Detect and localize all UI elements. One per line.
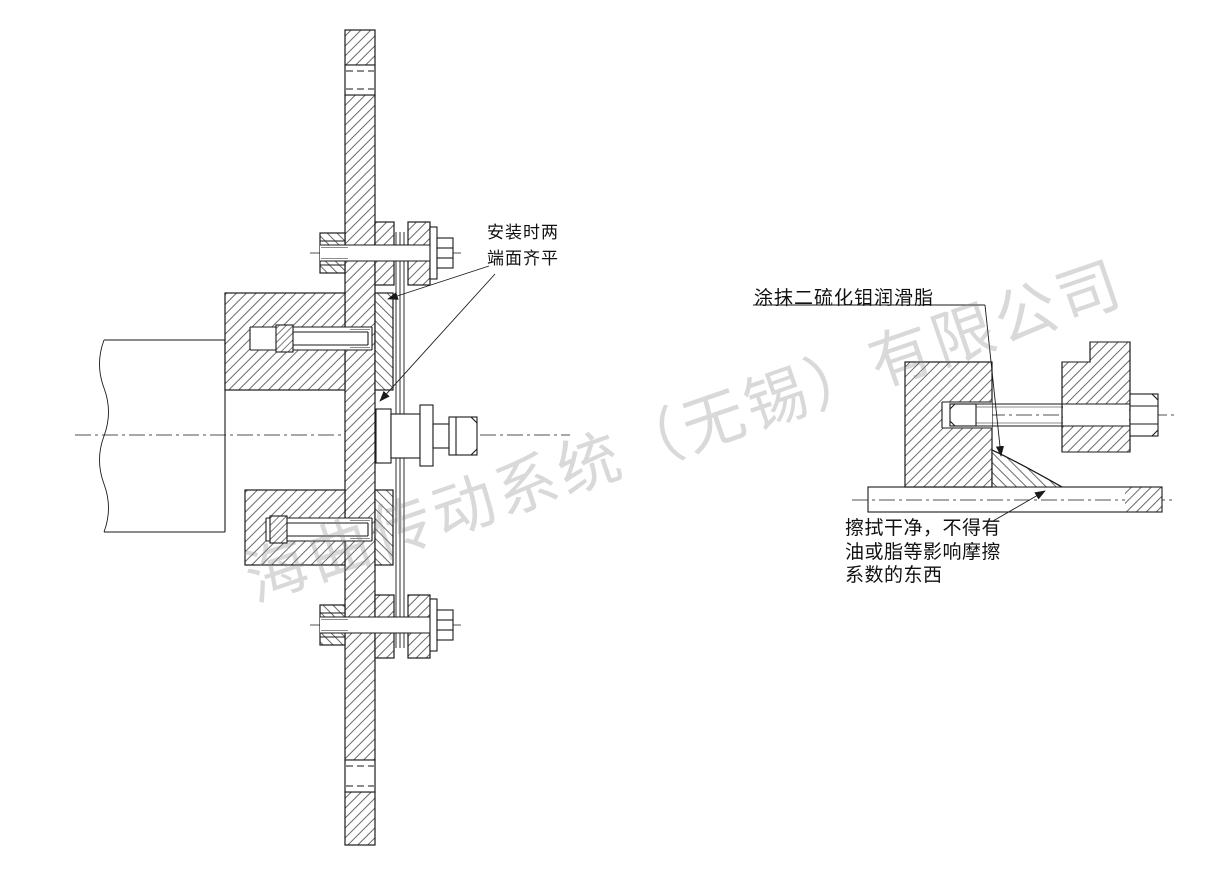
main-view bbox=[75, 29, 570, 846]
clean-note-leader bbox=[992, 490, 1046, 522]
detail-left-block bbox=[904, 361, 993, 488]
clean-note-line3: 系数的东西 bbox=[845, 565, 943, 586]
top-bolt-assembly bbox=[319, 221, 454, 286]
clean-note-line1: 擦拭干净，不得有 bbox=[845, 518, 1002, 539]
hub-bolt-upper bbox=[249, 324, 373, 353]
flush-note-line1: 安装时两 bbox=[487, 223, 559, 242]
detail-bolt bbox=[949, 393, 1159, 437]
spacer-lower bbox=[374, 489, 394, 566]
flush-note-leaders bbox=[379, 265, 496, 402]
clean-note-line2: 油或脂等影响摩擦 bbox=[845, 541, 1002, 563]
flange-plate bbox=[344, 29, 376, 846]
hub-bolt-lower bbox=[265, 515, 373, 544]
detail-view bbox=[753, 304, 1178, 522]
spacer-upper bbox=[374, 292, 394, 391]
center-bolt bbox=[375, 404, 478, 467]
flush-note: 安装时两 端面齐平 bbox=[487, 220, 559, 272]
shaft bbox=[99, 339, 226, 533]
clean-note: 擦拭干净，不得有 油或脂等影响摩擦 系数的东西 bbox=[845, 517, 1001, 588]
grease-note-leader bbox=[753, 304, 1004, 457]
flush-note-line2: 端面齐平 bbox=[487, 249, 559, 268]
grease-note: 涂抹二硫化钼润滑脂 bbox=[754, 288, 935, 309]
detail-right-block bbox=[1061, 341, 1131, 453]
hidden-hole-lines bbox=[346, 70, 374, 787]
bottom-bolt-assembly bbox=[319, 594, 454, 659]
taper-sleeve bbox=[991, 449, 1065, 488]
